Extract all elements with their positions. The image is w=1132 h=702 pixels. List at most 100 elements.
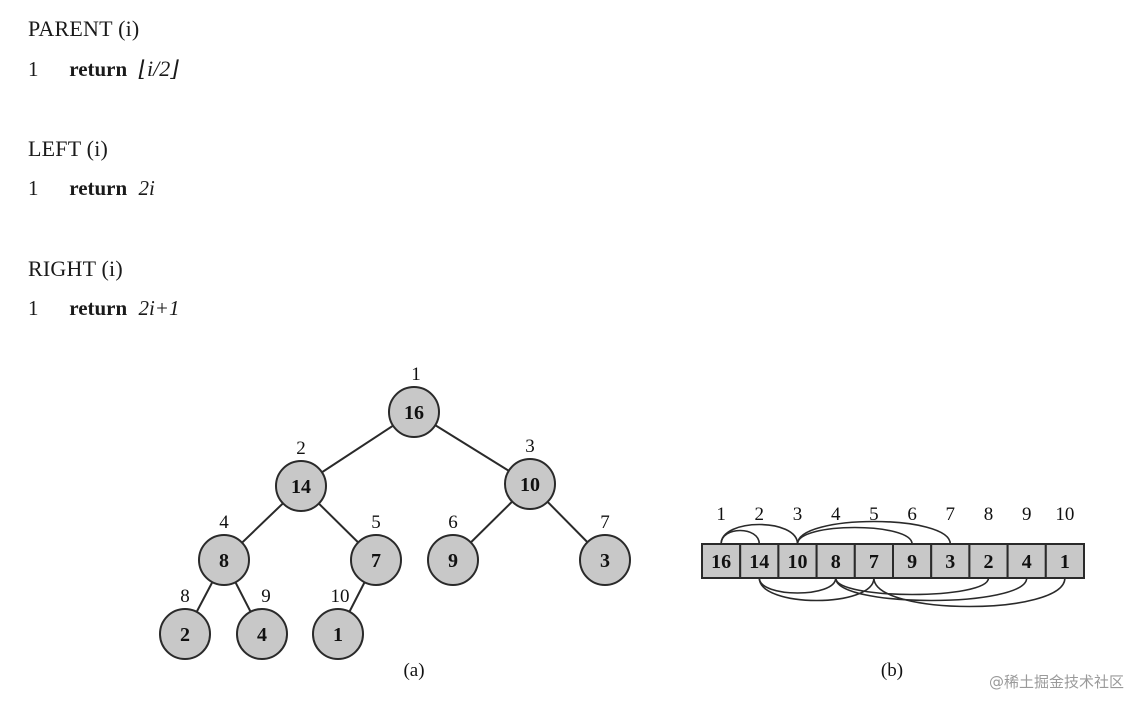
array-index-label: 1: [716, 504, 726, 525]
array-cell: 3: [930, 543, 971, 579]
array-cell: 14: [739, 543, 780, 579]
array-cell: 16: [701, 543, 742, 579]
left-procedure-line: 1 return 2i: [28, 176, 155, 201]
tree-node: 7: [350, 534, 402, 586]
tree-node-index: 2: [296, 438, 306, 459]
array-link-arc: [796, 526, 913, 545]
array-cell-value: 16: [711, 551, 731, 573]
array-cell-value: 4: [1022, 551, 1032, 573]
tree-node-circle: [236, 608, 288, 660]
array-cell-value: 2: [984, 551, 994, 573]
array-cell-value: 9: [907, 551, 917, 573]
array-cell: 2: [968, 543, 1009, 579]
line-number: 1: [28, 296, 39, 320]
array-link-arc: [758, 577, 875, 602]
tree-node-value: 14: [291, 476, 311, 498]
tree-node-value: 10: [520, 474, 540, 496]
array-link-arc: [758, 577, 837, 594]
proc-arg: (i): [118, 16, 140, 41]
tree-node: 14: [275, 460, 327, 512]
array-cell: 1: [1044, 543, 1086, 579]
return-expression: ⌊i/2⌋: [138, 56, 179, 81]
tree-node-index: 7: [600, 512, 610, 533]
return-expression: 2i+1: [138, 296, 180, 320]
array-index-label: 5: [869, 504, 879, 525]
tree-node-index: 6: [448, 512, 458, 533]
array-cell-value: 7: [869, 551, 879, 573]
tree-node-circle: [579, 534, 631, 586]
tree-node-circle: [275, 460, 327, 512]
tree-node-index: 9: [261, 586, 271, 607]
proc-arg: (i): [86, 136, 109, 161]
proc-name: LEFT: [28, 136, 81, 161]
array-cell: 4: [1006, 543, 1047, 579]
tree-node-circle: [312, 608, 364, 660]
array-index-label: 6: [907, 504, 917, 525]
tree-node-index: 4: [219, 512, 229, 533]
array-cell: 9: [892, 543, 933, 579]
return-keyword: return: [69, 57, 128, 81]
tree-node-circle: [159, 608, 211, 660]
array-cell-box: [701, 543, 742, 579]
right-procedure-header: RIGHT (i): [28, 256, 123, 282]
array-cell: 7: [853, 543, 894, 579]
tree-node-index: 3: [525, 436, 535, 457]
return-expression: 2i: [138, 176, 155, 200]
tree-node: 10: [504, 458, 556, 510]
tree-node: 4: [236, 608, 288, 660]
tree-node-value: 16: [404, 402, 424, 424]
parent-procedure-header: PARENT (i): [28, 16, 139, 42]
array-cell-value: 10: [788, 551, 808, 573]
array-cell-value: 14: [749, 551, 769, 573]
array-index-label: 4: [831, 504, 841, 525]
left-procedure-header: LEFT (i): [28, 136, 108, 162]
tree-node-value: 2: [180, 624, 190, 646]
tree-node-value: 8: [219, 550, 229, 572]
array-link-arc: [873, 577, 1066, 608]
array-index-label: 3: [793, 504, 803, 525]
array-index-label: 10: [1055, 504, 1074, 525]
array-link-arc: [834, 577, 1028, 602]
tree-node: 2: [159, 608, 211, 660]
array-index-label: 7: [946, 504, 956, 525]
watermark: @稀土掘金技术社区: [988, 673, 1124, 691]
array-link-arc: [720, 523, 799, 545]
tree-node-value: 3: [600, 550, 610, 572]
right-procedure-line: 1 return 2i+1: [28, 296, 179, 321]
tree-node-index: 8: [180, 586, 190, 607]
proc-arg: (i): [101, 256, 123, 281]
array-cell-box: [739, 543, 780, 579]
tree-node-circle: [388, 386, 440, 438]
tree-node: 16: [388, 386, 440, 438]
proc-name: PARENT: [28, 16, 113, 41]
array-cell-value: 8: [831, 551, 841, 573]
tree-node-circle: [198, 534, 250, 586]
tree-caption: (a): [403, 660, 424, 681]
tree-node-value: 7: [371, 550, 381, 572]
line-number: 1: [28, 176, 39, 200]
parent-procedure-line: 1 return ⌊i/2⌋: [28, 56, 179, 82]
array-index-label: 8: [984, 504, 994, 525]
array-cell-box: [1044, 543, 1086, 579]
tree-node-index: 5: [371, 512, 381, 533]
array-cell-value: 1: [1060, 551, 1070, 573]
array-cell-value: 3: [945, 551, 955, 573]
tree-node: 3: [579, 534, 631, 586]
tree-node: 1: [312, 608, 364, 660]
array-link-arc: [834, 577, 990, 596]
array-cell-box: [777, 543, 818, 579]
tree-node-circle: [350, 534, 402, 586]
tree-node: 8: [198, 534, 250, 586]
tree-node-circle: [427, 534, 479, 586]
array-cell: 8: [815, 543, 856, 579]
tree-node-index: 10: [331, 586, 350, 607]
return-keyword: return: [69, 296, 128, 320]
tree-node: 9: [427, 534, 479, 586]
pseudocode-block: PARENT (i) 1 return ⌊i/2⌋ LEFT (i) 1 ret…: [0, 0, 600, 330]
tree-node-circle: [504, 458, 556, 510]
tree-node-value: 1: [333, 624, 343, 646]
array-cell-box: [1006, 543, 1047, 579]
